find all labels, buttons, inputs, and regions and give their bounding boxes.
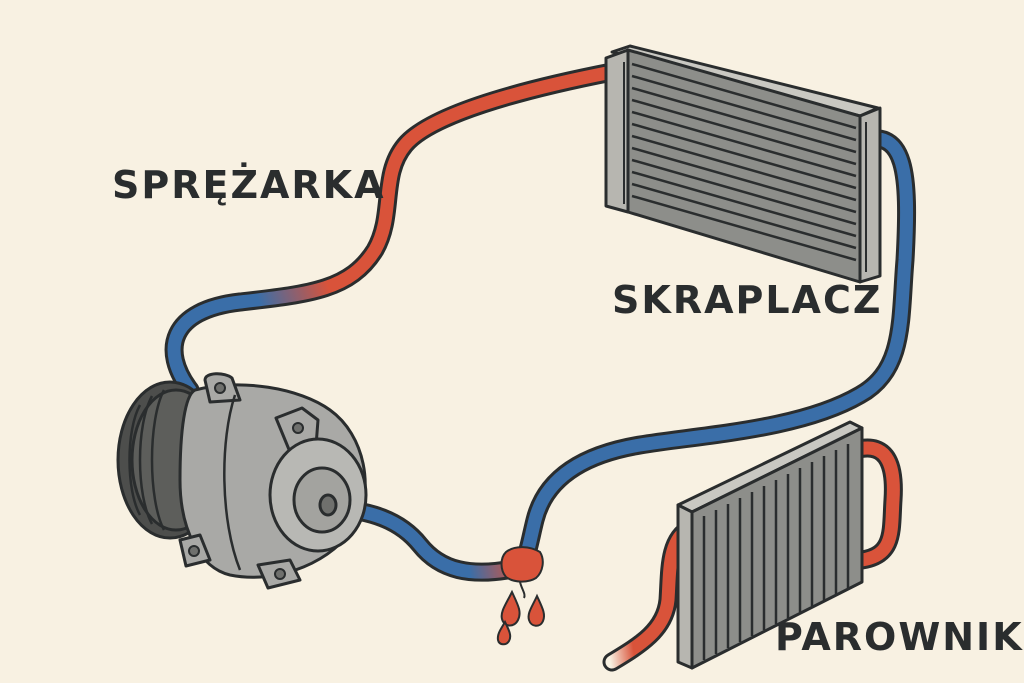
condenser-icon — [604, 44, 882, 284]
compressor-icon — [116, 372, 368, 590]
leak-drops-icon — [496, 546, 546, 646]
pipe-evaporator-inlet — [602, 518, 700, 672]
pipe-compressor-to-condenser — [164, 62, 622, 400]
evaporator-icon — [676, 420, 864, 670]
compressor-label: SPRĘŻARKA — [112, 163, 386, 207]
condenser-label: SKRAPLACZ — [612, 278, 883, 322]
pipe-evaporator-loop — [845, 438, 903, 570]
evaporator-label: PAROWNIK — [775, 615, 1024, 659]
pipe-condenser-to-leak — [512, 129, 917, 575]
